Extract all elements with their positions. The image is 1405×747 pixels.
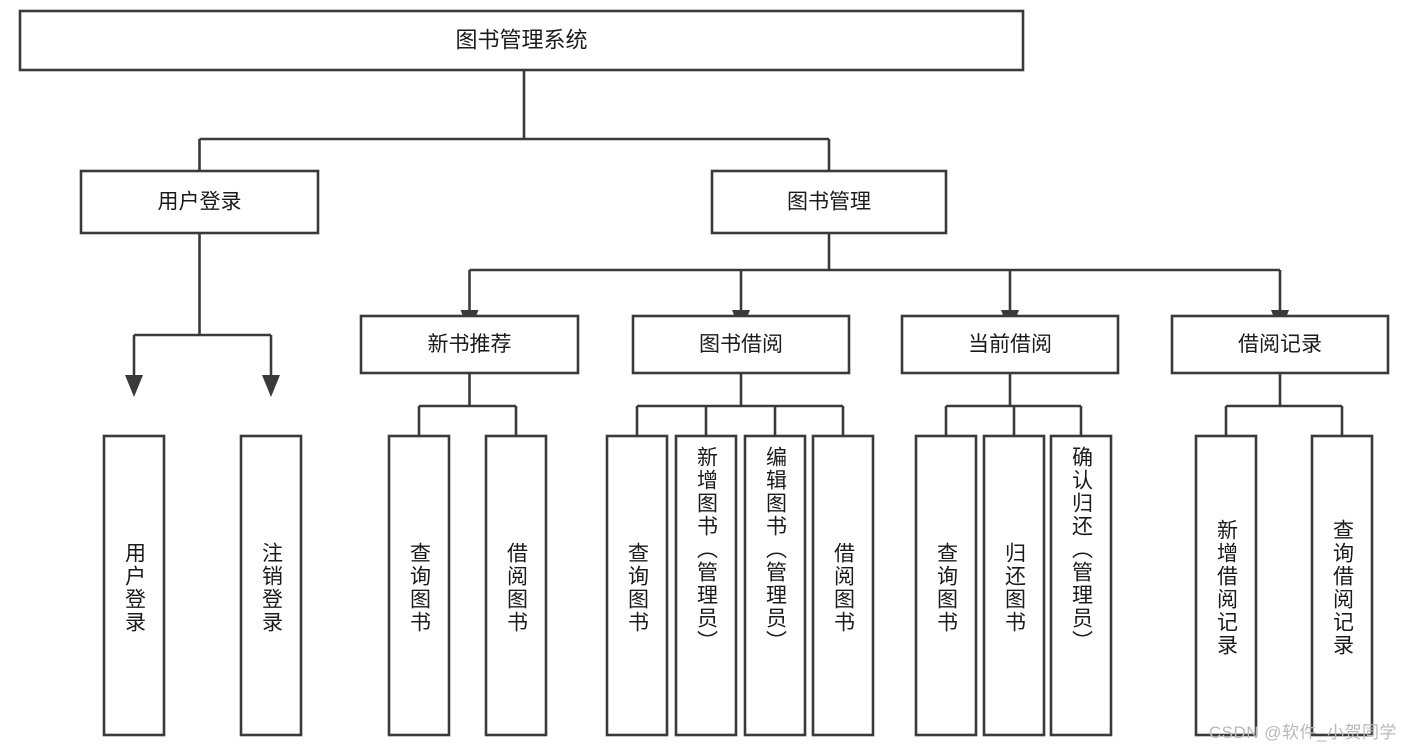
node-label: 用户登录 bbox=[158, 191, 242, 214]
node-box[interactable] bbox=[387, 434, 451, 737]
node-leaf-logout[interactable] bbox=[239, 434, 303, 737]
node-current-borrow[interactable]: 当前借阅 bbox=[900, 314, 1120, 375]
node-leaf-edit-book[interactable] bbox=[743, 434, 807, 737]
node-root[interactable]: 图书管理系统 bbox=[18, 9, 1025, 72]
arrow-head-icon bbox=[125, 375, 143, 397]
node-leaf-query-book-current[interactable] bbox=[914, 434, 978, 737]
node-leaf-return-book[interactable] bbox=[982, 434, 1046, 737]
node-box[interactable] bbox=[1049, 434, 1113, 737]
node-borrow-record[interactable]: 借阅记录 bbox=[1170, 314, 1390, 375]
node-label: 借阅记录 bbox=[1238, 333, 1322, 356]
node-leaf-borrow-book-recommend[interactable] bbox=[484, 434, 548, 737]
node-book-manage[interactable]: 图书管理 bbox=[710, 169, 948, 235]
connector-group bbox=[460, 233, 1289, 332]
node-box[interactable] bbox=[631, 314, 851, 375]
node-box[interactable] bbox=[484, 434, 548, 737]
node-label: 新书推荐 bbox=[428, 333, 512, 356]
node-box[interactable] bbox=[900, 314, 1120, 375]
node-box[interactable] bbox=[1194, 434, 1258, 737]
node-box[interactable] bbox=[79, 169, 320, 235]
node-leaf-add-book[interactable] bbox=[674, 434, 738, 737]
node-box[interactable] bbox=[1170, 314, 1390, 375]
node-leaf-borrow-book[interactable] bbox=[811, 434, 875, 737]
node-box[interactable] bbox=[18, 9, 1025, 72]
node-user-login[interactable]: 用户登录 bbox=[79, 169, 320, 235]
connector-group bbox=[125, 233, 280, 397]
node-leaf-add-borrow-record[interactable] bbox=[1194, 434, 1258, 737]
node-box[interactable] bbox=[605, 434, 669, 737]
node-box[interactable] bbox=[359, 314, 580, 375]
node-label: 图书管理系统 bbox=[455, 27, 587, 52]
node-label: 图书管理 bbox=[787, 191, 871, 214]
node-box[interactable] bbox=[1310, 434, 1374, 737]
node-leaf-query-book-borrow[interactable] bbox=[605, 434, 669, 737]
node-leaf-user-login[interactable] bbox=[102, 434, 166, 737]
node-box[interactable] bbox=[743, 434, 807, 737]
arrow-head-icon bbox=[262, 375, 280, 397]
node-box[interactable] bbox=[811, 434, 875, 737]
node-leaf-confirm-return[interactable] bbox=[1049, 434, 1113, 737]
node-new-book-recommend[interactable]: 新书推荐 bbox=[359, 314, 580, 375]
node-leaf-query-borrow-record[interactable] bbox=[1310, 434, 1374, 737]
node-label: 当前借阅 bbox=[968, 333, 1052, 356]
node-book-borrow[interactable]: 图书借阅 bbox=[631, 314, 851, 375]
node-box[interactable] bbox=[914, 434, 978, 737]
node-box[interactable] bbox=[674, 434, 738, 737]
node-box[interactable] bbox=[102, 434, 166, 737]
node-leaf-query-book-recommend[interactable] bbox=[387, 434, 451, 737]
node-box[interactable] bbox=[982, 434, 1046, 737]
node-box[interactable] bbox=[710, 169, 948, 235]
node-box[interactable] bbox=[239, 434, 303, 737]
node-label: 图书借阅 bbox=[699, 333, 783, 356]
